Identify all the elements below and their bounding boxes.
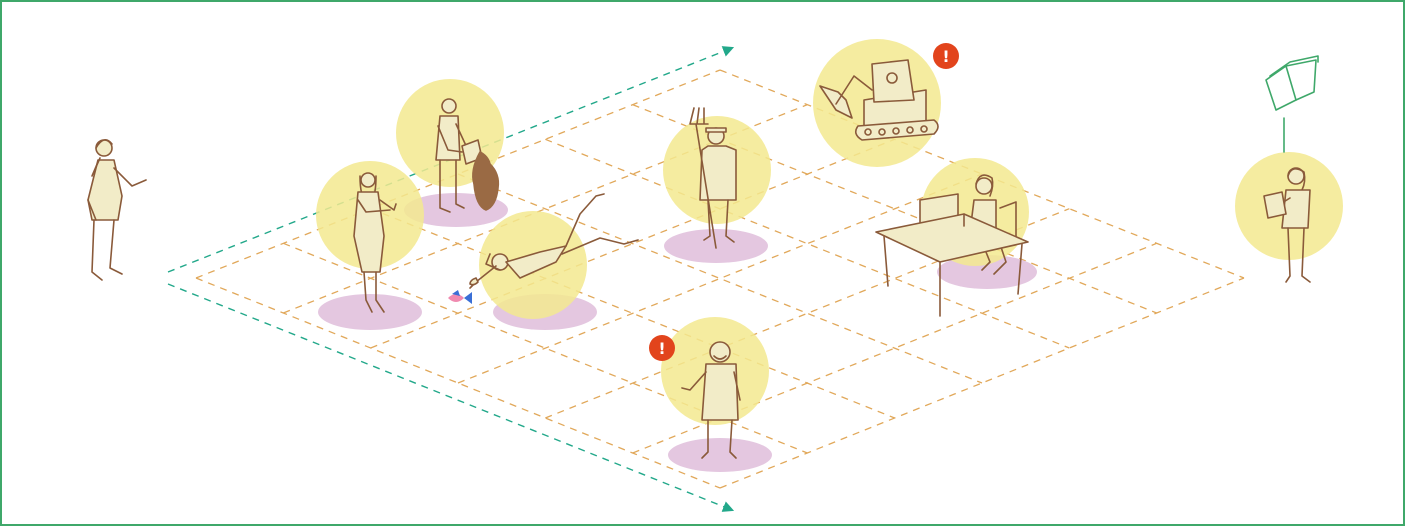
lower-axis-arrow — [168, 284, 732, 510]
man-on-phone-figure — [88, 140, 146, 280]
open-book-icon — [1266, 56, 1318, 110]
fish-icon — [448, 290, 472, 304]
shadow-businesswoman — [318, 294, 422, 330]
excavator-warning-badge: ! — [933, 43, 959, 69]
hazmat-warning-badge: ! — [649, 335, 675, 361]
shadow-hazmat-worker — [668, 438, 772, 472]
hazmat-warning-text: ! — [658, 339, 665, 358]
excavator-warning-text: ! — [942, 47, 949, 66]
